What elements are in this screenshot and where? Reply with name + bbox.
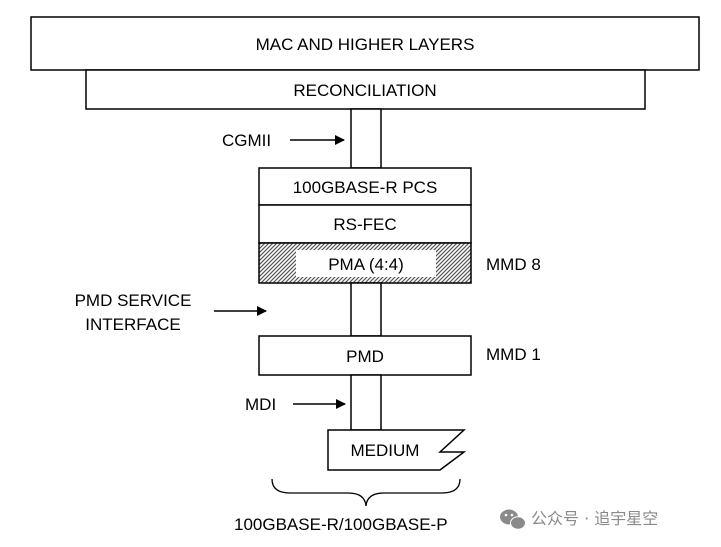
watermark: 公众号 · 追宇星空 xyxy=(500,509,658,530)
mac-layer-box: MAC AND HIGHER LAYERS xyxy=(30,16,700,71)
pcs-box: 100GBASE-R PCS xyxy=(258,167,472,206)
pma-label: PMA (4:4) xyxy=(328,255,404,274)
pmd-box: PMD xyxy=(258,335,472,376)
cgmii-label: CGMII xyxy=(222,131,271,150)
mac-layer-label: MAC AND HIGHER LAYERS xyxy=(256,35,475,54)
pmd-service-bus xyxy=(350,282,382,337)
rsfec-box: RS-FEC xyxy=(258,204,472,244)
watermark-text: 公众号 · 追宇星空 xyxy=(531,509,658,528)
medium-label: MEDIUM xyxy=(351,441,420,460)
mdi-label: MDI xyxy=(245,395,276,414)
pcs-label: 100GBASE-R PCS xyxy=(293,178,438,197)
mmd1-label: MMD 1 xyxy=(486,345,541,364)
mmd8-label: MMD 8 xyxy=(486,255,541,274)
pmd-service-label-line2: INTERFACE xyxy=(85,315,180,334)
pmd-label: PMD xyxy=(346,347,384,366)
phy-scope-brace xyxy=(271,478,461,507)
pmd-service-label-line1: PMD SERVICE xyxy=(75,291,192,310)
wechat-icon xyxy=(500,509,526,530)
pma-box: PMA (4:4) xyxy=(258,242,472,284)
medium-box: MEDIUM xyxy=(327,429,467,471)
reconciliation-box: RECONCILIATION xyxy=(85,69,646,110)
phy-name-label: 100GBASE-R/100GBASE-P xyxy=(234,515,448,534)
cgmii-bus xyxy=(350,108,382,169)
rsfec-label: RS-FEC xyxy=(333,215,396,234)
reconciliation-label: RECONCILIATION xyxy=(293,81,436,100)
mdi-bus xyxy=(350,374,382,431)
